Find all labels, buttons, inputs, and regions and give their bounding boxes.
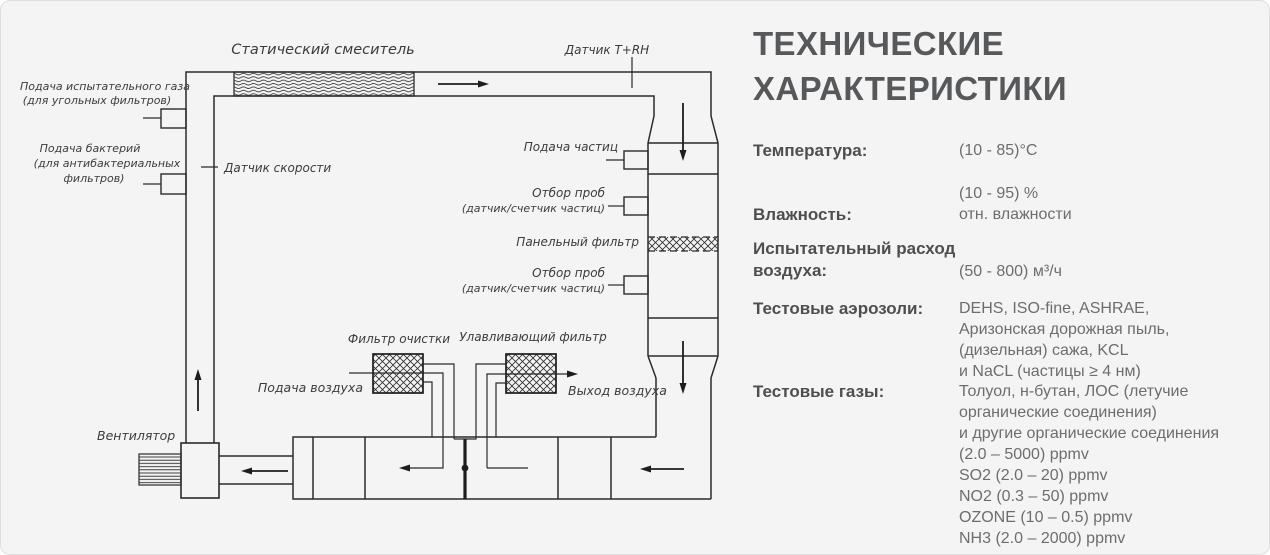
bacteria-supply-label-3: фильтров) <box>64 172 125 185</box>
air-outlet-label: Выход воздуха <box>568 383 667 398</box>
gas-injection-port <box>143 108 187 129</box>
spec-value: Толуол, н-бутан, ЛОС (летучие органическ… <box>959 383 1220 547</box>
fan-label: Вентилятор <box>97 428 175 443</box>
trh-sensor-label: Датчик T+RH <box>564 43 649 57</box>
spec-label: Температура: <box>753 141 868 160</box>
sampling-port-top <box>608 196 649 216</box>
page-title: ТЕХНИЧЕСКИЕ ХАРАКТЕРИСТИКИ <box>753 21 1253 111</box>
spec-label: Влажность: <box>753 205 852 224</box>
capture-filter <box>505 353 557 394</box>
bacteria-supply-label-1: Подача бактерий <box>40 142 141 155</box>
air-supply-label: Подача воздуха <box>258 380 363 395</box>
bacteria-injection-port <box>143 173 187 195</box>
test-gas-supply-label-2: (для угольных фильтров) <box>23 94 171 107</box>
sampling-port-bottom <box>608 275 649 295</box>
spec-value: (10 - 85)°C <box>959 142 1038 159</box>
particle-supply-label: Подача частиц <box>524 140 618 154</box>
fan <box>138 442 220 499</box>
duct-outline <box>185 71 719 500</box>
test-gas-supply-label-1: Подача испытательного газа <box>20 80 190 93</box>
spec-row-airflow: Испытательный расход воздуха: (50 - 800)… <box>753 238 1258 282</box>
capture-filter-label: Улавливающий фильтр <box>459 330 607 344</box>
spec-row-test-gases: Тестовые газы: Толуол, н-бутан, ЛОС (лет… <box>753 381 1258 549</box>
sampling-top-label-2: (датчик/счетчик частиц) <box>462 202 605 215</box>
page-title-line-2: ХАРАКТЕРИСТИКИ <box>753 70 1067 107</box>
spec-value: (50 - 800) м³/ч <box>959 263 1062 280</box>
sampling-bottom-label-1: Отбор проб <box>532 266 605 280</box>
spec-label: Тестовые газы: <box>753 382 885 401</box>
spec-row-temperature: Температура: (10 - 85)°C <box>753 140 1258 162</box>
speed-sensor-label: Датчик скорости <box>223 161 331 175</box>
airflow-test-rig-diagram: Статический смеситель Датчик T+RH Подача… <box>20 42 719 500</box>
spec-row-test-aerosols: Тестовые аэрозоли: DEHS, ISO-fine, ASHRA… <box>753 298 1258 382</box>
spec-label: Испытательный расход воздуха: <box>753 239 956 280</box>
junction-dot <box>461 464 469 472</box>
particle-supply-port <box>606 150 649 170</box>
flow-arrows <box>194 80 687 475</box>
spec-row-humidity: Влажность: (10 - 95) % отн. влажности <box>753 183 1258 226</box>
cleaning-filter <box>372 353 424 394</box>
page-title-line-1: ТЕХНИЧЕСКИЕ <box>753 25 1005 62</box>
sampling-top-label-1: Отбор проб <box>532 186 605 200</box>
cleaning-filter-label: Фильтр очистки <box>348 332 450 346</box>
panel-filter-label: Панельный фильтр <box>516 235 639 249</box>
panel-filter <box>648 236 718 252</box>
spec-value: DEHS, ISO-fine, ASHRAE, Аризонская дорож… <box>959 300 1170 380</box>
sampling-bottom-label-2: (датчик/счетчик частиц) <box>462 282 605 295</box>
spec-label: Тестовые аэрозоли: <box>753 299 924 318</box>
static-mixer <box>233 71 415 97</box>
bacteria-supply-label-2: (для антибактериальных <box>34 157 181 170</box>
spec-value: (10 - 95) % отн. влажности <box>959 185 1072 223</box>
static-mixer-label: Статический смеситель <box>231 42 414 58</box>
